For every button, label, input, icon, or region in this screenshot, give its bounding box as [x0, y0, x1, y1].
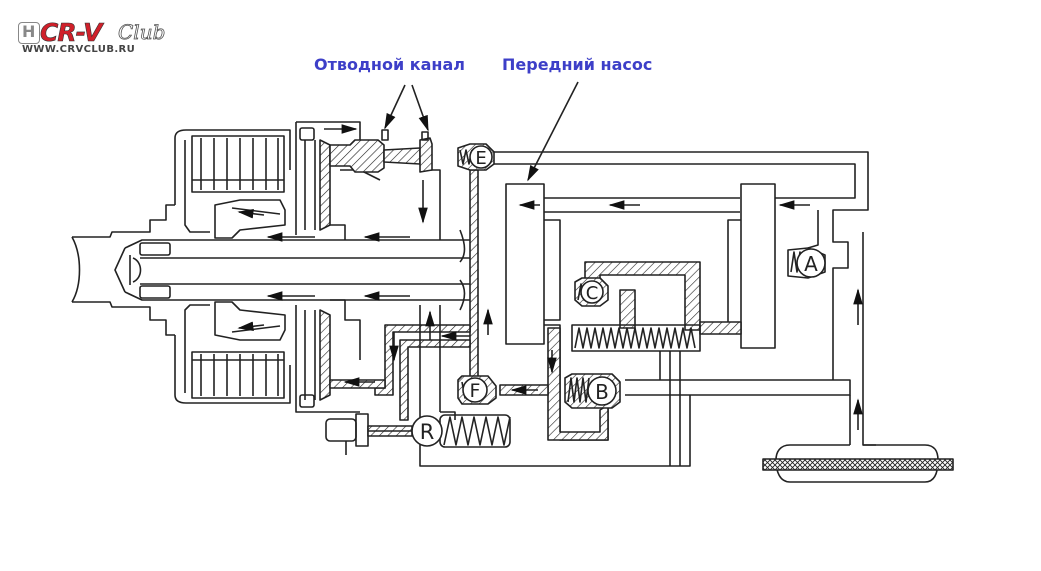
logo-brand: CR-V	[40, 18, 103, 48]
valve-f: F	[462, 377, 488, 403]
right-circuit	[807, 210, 876, 446]
shaft-flow-arrows	[266, 232, 410, 301]
valve-c: C	[580, 280, 604, 304]
top-line-e	[492, 151, 869, 232]
upper-clutch-plates	[191, 135, 285, 193]
valve-e: E	[469, 145, 493, 169]
pump-housing	[295, 121, 441, 413]
valve-c-label: C	[586, 283, 599, 304]
line-b-down	[419, 395, 691, 467]
logo-club: Club	[118, 20, 166, 45]
spring-b	[567, 377, 590, 403]
pump-block-left	[505, 183, 810, 345]
label-drain-channel: Отводной канал	[314, 55, 465, 74]
input-shaft	[71, 204, 470, 336]
clutch-drum	[174, 129, 291, 404]
logo-url: WWW.CRVCLUB.RU	[22, 44, 136, 55]
channels-r	[329, 305, 493, 421]
valve-a-label: A	[804, 252, 818, 276]
valve-r: R	[411, 415, 443, 447]
channel-pump-f	[499, 324, 609, 441]
label-front-pump: Передний насос	[502, 55, 653, 74]
honda-badge-icon: H	[18, 22, 40, 44]
solenoid	[325, 413, 413, 455]
logo-badge-letter: H	[22, 22, 36, 41]
spring-r	[439, 414, 511, 448]
valve-e-label: E	[475, 148, 486, 169]
oil-strainer	[762, 444, 954, 483]
valve-b-label: B	[595, 380, 609, 404]
crv-club-logo: H CR-V Club WWW.CRVCLUB.RU	[18, 18, 168, 56]
valve-a: A	[796, 248, 826, 278]
line-b-right	[625, 379, 851, 396]
valve-b: B	[587, 376, 617, 406]
drain-channel-plug	[324, 124, 433, 224]
valve-r-label: R	[420, 420, 435, 444]
channel-e	[469, 169, 479, 391]
lower-clutch-plates	[191, 351, 285, 399]
valve-f-label: F	[470, 380, 481, 402]
